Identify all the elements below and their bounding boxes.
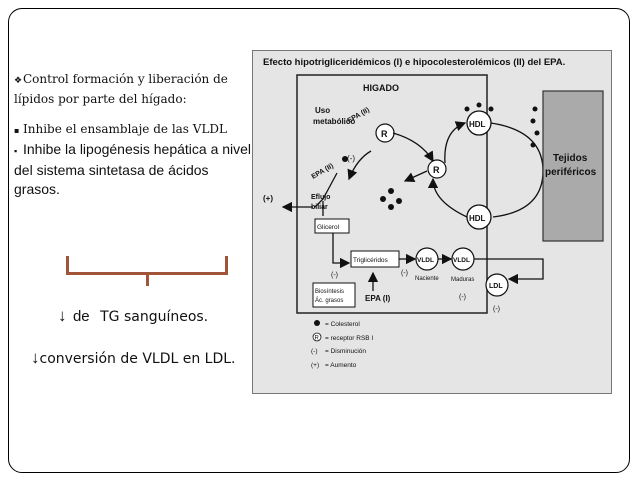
liver-box	[296, 74, 488, 314]
legend-decrease: = Disminución	[325, 348, 366, 355]
lipogenesis-text: ▪Inhibe la lipogénesis hepática a nivel …	[14, 140, 252, 199]
cholesterol-dot-icon	[342, 156, 348, 162]
legend-increase: = Aumento	[325, 362, 357, 369]
left-text-block: ❖Control formación y liberación de lípid…	[14, 70, 252, 199]
uso-label: Uso	[315, 106, 330, 115]
minus-sign-2: (-)	[331, 272, 338, 279]
cholesterol-dot-icon	[380, 196, 386, 202]
liver-label: HIGADO	[363, 83, 399, 93]
epa-ii-top-label: EPA (II)	[347, 107, 371, 125]
down-arrow-icon: ↓	[58, 306, 67, 325]
control-line: Control formación y liberación de lípido…	[14, 72, 228, 106]
glicerol-box	[314, 218, 350, 234]
svg-text:LDL: LDL	[489, 283, 503, 290]
result-vldl-text: conversión de VLDL en LDL.	[39, 351, 236, 367]
legend-receptor: = receptor RSB I	[325, 335, 373, 342]
square-bullet-icon: ▪	[14, 126, 20, 135]
acidos-grasos-label: Ác. grasos	[315, 297, 343, 304]
legend-cholesterol-icon	[314, 320, 320, 326]
epa-i-label: EPA (I)	[365, 294, 391, 303]
cholesterol-dot-icon	[388, 204, 394, 210]
biosintesis-label: Biosíntesis	[315, 289, 344, 295]
svg-text:VLDL: VLDL	[453, 257, 470, 264]
legend-receptor-icon	[312, 332, 322, 342]
minus-sign-1: (-)	[347, 154, 355, 163]
cholesterol-dot-icon	[396, 198, 402, 204]
control-text: ❖Control formación y liberación de lípid…	[14, 70, 252, 108]
result-tg-text: TG sanguíneos.	[100, 309, 209, 325]
epa-ii-mid-label: EPA (II)	[311, 163, 335, 181]
svg-text:R: R	[315, 336, 320, 342]
diamond-bullet-icon: ❖	[14, 76, 23, 86]
vldl-line: Inhibe el ensamblaje de las VLDL	[23, 122, 228, 136]
result-tg: ↓ de TG sanguíneos.	[58, 306, 208, 326]
minus-sign-4: (-)	[459, 294, 466, 301]
result-vldl: ↓conversión de VLDL en LDL.	[31, 348, 236, 368]
svg-text:VLDL: VLDL	[417, 257, 434, 264]
svg-text:R: R	[381, 129, 388, 139]
metabolico-label: metabólico	[313, 117, 355, 126]
lipogenesis-line: Inhibe la lipogénesis hepática a nivel d…	[14, 141, 252, 197]
vldl-text: ▪Inhibe el ensamblaje de las VLDL	[14, 120, 252, 140]
minus-sign-5: (-)	[493, 306, 500, 313]
result-tg-de: de	[72, 308, 90, 325]
efflux-label: Eflujo	[311, 194, 330, 201]
biosintesis-box	[312, 282, 356, 308]
tejidos-box	[542, 90, 604, 242]
legend-plus-icon: (+)	[311, 362, 319, 369]
diagram-title: Efecto hipotrigliceridémicos (I) e hipoc…	[263, 57, 565, 68]
legend-minus-icon: (-)	[311, 348, 318, 355]
legend-cholesterol: = Colesterol	[325, 321, 360, 328]
svg-text:HDL: HDL	[469, 120, 486, 129]
brace-connector	[66, 256, 228, 286]
glicerol-label: Glicerol	[317, 224, 340, 231]
cholesterol-dot-icon	[388, 188, 394, 194]
biliar-label: biliar	[311, 204, 328, 211]
trigliceridos-label: Triglicéridos	[353, 257, 389, 264]
plus-sign: (+)	[263, 194, 273, 203]
minus-sign-3: (-)	[401, 270, 408, 277]
maduras-label: Maduras	[451, 277, 474, 283]
svg-text:HDL: HDL	[469, 214, 486, 223]
ldl-particle	[485, 273, 509, 297]
perifericos-label: periféricos	[545, 167, 597, 178]
naciente-label: Naciente	[415, 276, 439, 282]
svg-text:R: R	[433, 165, 440, 175]
down-arrow-icon: ↓	[31, 348, 40, 367]
square-bullet-icon: ▪	[14, 146, 18, 156]
epa-diagram: Efecto hipotrigliceridémicos (I) e hipoc…	[252, 50, 612, 394]
tejidos-label: Tejidos	[553, 153, 588, 164]
